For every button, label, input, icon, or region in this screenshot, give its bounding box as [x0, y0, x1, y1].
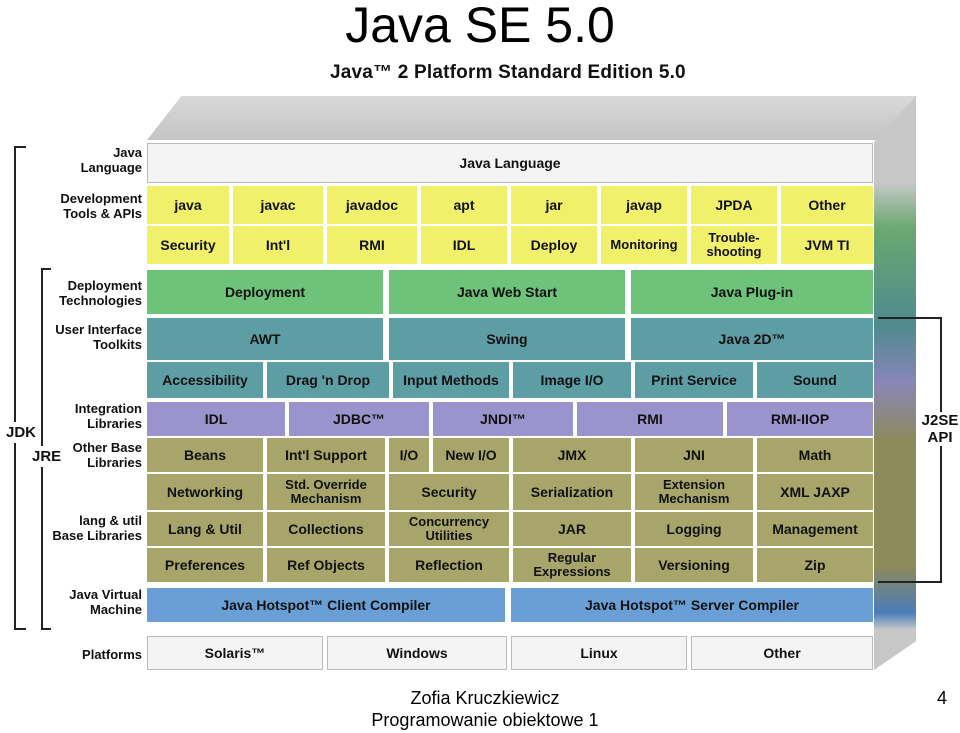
cell-zip: Zip [757, 548, 873, 582]
cell-image-io: Image I/O [513, 362, 631, 398]
cell-reflection: Reflection [389, 548, 509, 582]
row-platforms: Solaris™ Windows Linux Other [147, 636, 873, 670]
api-label: J2SE API [918, 412, 960, 446]
diagram-side-face [874, 96, 916, 670]
cell-deployment: Deployment [147, 270, 383, 314]
cell-javac: javac [233, 186, 323, 224]
label-jvm: Java Virtual Machine [69, 587, 142, 617]
footer-author: Zofia Kruczkiewicz [410, 688, 560, 708]
row-deployment: Deployment Java Web Start Java Plug-in [147, 270, 873, 314]
diagram-subtitle: Java™ 2 Platform Standard Edition 5.0 [330, 62, 686, 83]
cell-beans: Beans [147, 438, 263, 472]
row-jvm: Java Hotspot™ Client Compiler Java Hotsp… [147, 588, 873, 622]
diagram-top-face [147, 96, 918, 140]
cell-security: Security [389, 474, 509, 510]
cell-hotspot-server: Java Hotspot™ Server Compiler [511, 588, 873, 622]
cell-io: I/O [389, 438, 429, 472]
cell-collections: Collections [267, 512, 385, 546]
cell-rmi: RMI [577, 402, 723, 436]
cell-java: java [147, 186, 229, 224]
cell-java-language: Java Language [147, 143, 873, 183]
label-integration-libs: Integration Libraries [74, 401, 142, 431]
cell-jmx: JMX [513, 438, 631, 472]
cell-troubleshooting: Trouble- shooting [691, 226, 777, 264]
cell-javap: javap [601, 186, 687, 224]
cell-hotspot-client: Java Hotspot™ Client Compiler [147, 588, 505, 622]
jre-label: JRE [32, 446, 62, 467]
cell-idl: IDL [147, 402, 285, 436]
row-ui-toolkits-2: Accessibility Drag 'n Drop Input Methods… [147, 362, 873, 398]
row-integration: IDL JDBC™ JNDI™ RMI RMI-IIOP [147, 402, 873, 436]
cell-print-service: Print Service [635, 362, 753, 398]
cell-other-platform: Other [691, 636, 873, 670]
cell-intl-tools: Int'l [233, 226, 323, 264]
cell-monitoring: Monitoring [601, 226, 687, 264]
cell-preferences: Preferences [147, 548, 263, 582]
label-ui-toolkits: User Interface Toolkits [55, 322, 142, 352]
cell-jpda: JPDA [691, 186, 777, 224]
cell-other-tools: Other [781, 186, 873, 224]
cell-awt: AWT [147, 318, 383, 360]
row-lang-util-2: Preferences Ref Objects Reflection Regul… [147, 548, 873, 582]
cell-rmi-iiop: RMI-IIOP [727, 402, 873, 436]
cell-solaris: Solaris™ [147, 636, 323, 670]
cell-swing: Swing [389, 318, 625, 360]
cell-serialization: Serialization [513, 474, 631, 510]
cell-jar: jar [511, 186, 597, 224]
cell-accessibility: Accessibility [147, 362, 263, 398]
cell-logging: Logging [635, 512, 753, 546]
cell-networking: Networking [147, 474, 263, 510]
cell-apt: apt [421, 186, 507, 224]
cell-java-2d: Java 2D™ [631, 318, 873, 360]
cell-versioning: Versioning [635, 548, 753, 582]
cell-regular-expressions: Regular Expressions [513, 548, 631, 582]
cell-jndi: JNDI™ [433, 402, 573, 436]
label-dev-tools: Development Tools & APIs [60, 191, 142, 221]
cell-java-plugin: Java Plug-in [631, 270, 873, 314]
cell-jdbc: JDBC™ [289, 402, 429, 436]
cell-jvm-ti: JVM TI [781, 226, 873, 264]
label-java-language: Java Language [80, 145, 142, 175]
cell-new-io: New I/O [433, 438, 509, 472]
cell-extension-mechanism: Extension Mechanism [635, 474, 753, 510]
cell-xml-jaxp: XML JAXP [757, 474, 873, 510]
cell-math: Math [757, 438, 873, 472]
row-ui-toolkits-1: AWT Swing Java 2D™ [147, 318, 873, 360]
jdk-label: JDK [6, 422, 37, 443]
row-dev-tools-2: Security Int'l RMI IDL Deploy Monitoring… [147, 226, 873, 264]
label-deployment-tech: Deployment Technologies [59, 278, 142, 308]
cell-management: Management [757, 512, 873, 546]
api-bracket [878, 317, 942, 583]
cell-deploy-tools: Deploy [511, 226, 597, 264]
label-lang-util-libs: lang & util Base Libraries [52, 513, 142, 543]
row-java-language: Java Language [147, 143, 873, 183]
row-other-base-1: Beans Int'l Support I/O New I/O JMX JNI … [147, 438, 873, 472]
cell-sound: Sound [757, 362, 873, 398]
cell-jni: JNI [635, 438, 753, 472]
cell-lang-util: Lang & Util [147, 512, 263, 546]
cell-java-web-start: Java Web Start [389, 270, 625, 314]
footer-course: Programowanie obiektowe 1 [371, 710, 599, 730]
cell-jar-lib: JAR [513, 512, 631, 546]
cell-rmi-tools: RMI [327, 226, 417, 264]
row-lang-util-1: Lang & Util Collections Concurrency Util… [147, 512, 873, 546]
cell-javadoc: javadoc [327, 186, 417, 224]
cell-windows: Windows [327, 636, 507, 670]
cell-drag-n-drop: Drag 'n Drop [267, 362, 389, 398]
slide-title: Java SE 5.0 [345, 0, 615, 53]
cell-ref-objects: Ref Objects [267, 548, 385, 582]
label-other-base-libs: Other Base Libraries [72, 440, 142, 470]
cell-security-tools: Security [147, 226, 229, 264]
cell-input-methods: Input Methods [393, 362, 509, 398]
cell-concurrency: Concurrency Utilities [389, 512, 509, 546]
page-number: 4 [937, 688, 948, 708]
cell-intl-support: Int'l Support [267, 438, 385, 472]
label-platforms: Platforms [82, 647, 142, 662]
jdk-bracket [14, 146, 26, 630]
cell-linux: Linux [511, 636, 687, 670]
row-dev-tools-1: java javac javadoc apt jar javap JPDA Ot… [147, 186, 873, 224]
row-other-base-2: Networking Std. Override Mechanism Secur… [147, 474, 873, 510]
cell-std-override: Std. Override Mechanism [267, 474, 385, 510]
cell-idl-tools: IDL [421, 226, 507, 264]
